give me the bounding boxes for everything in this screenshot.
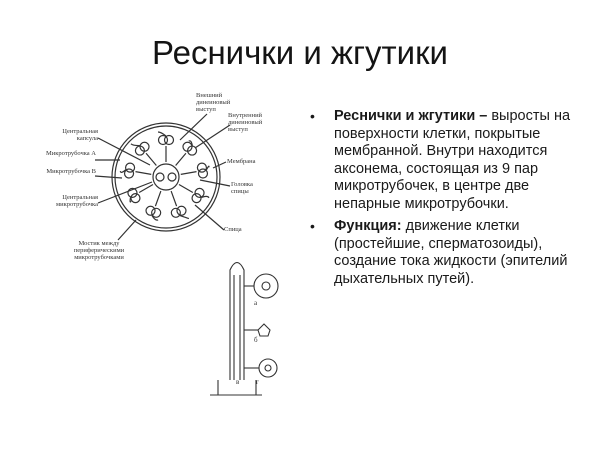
bullet-1-term: Реснички и жгутики – xyxy=(334,108,488,124)
bullet-dot: • xyxy=(310,218,315,234)
bullet-item-1: • Реснички и жгутики – выросты на поверх… xyxy=(310,108,595,213)
label-membrane: Мембрана xyxy=(227,158,256,165)
bullet-list: • Реснички и жгутики – выросты на поверх… xyxy=(310,108,595,293)
bullet-item-2: • Функция: движение клетки (простейшие, … xyxy=(310,218,595,288)
axoneme-cross-section-diagram: а б в г xyxy=(94,113,279,396)
label-central-microtubule: Центральная микротрубочка xyxy=(55,194,98,208)
bullet-2-text: движение клетки (простейшие, сперматозои… xyxy=(334,218,568,287)
bullet-2-term: Функция: xyxy=(334,218,402,234)
microtubule-doublet xyxy=(178,183,210,204)
label-microtubule-a: Микротрубочка А xyxy=(45,150,96,157)
bullet-1-text: выросты на поверхности клетки, покрытые … xyxy=(334,108,571,212)
label-microtubule-b: Микротрубочка В xyxy=(46,168,96,175)
bullet-dot: • xyxy=(310,108,315,124)
microtubule-doublet xyxy=(145,190,162,221)
label-g: г xyxy=(256,378,259,386)
microtubule-doublet xyxy=(175,140,198,166)
slide-title: Реснички и жгутики xyxy=(152,34,448,71)
microtubule-doublet xyxy=(119,162,152,179)
label-b: б xyxy=(254,336,258,344)
label-v: в xyxy=(236,378,240,386)
microtubule-doublet xyxy=(180,162,210,179)
label-radial-head: Головка спицы xyxy=(231,181,253,195)
label-nexin-link: Мостик между периферическими микротрубоч… xyxy=(73,240,125,261)
label-a: а xyxy=(254,299,258,307)
label-inner-dynein-arm: Внутренний динеиновый выступ xyxy=(228,112,263,133)
label-outer-dynein-arm: Внешний динеиновый выступ xyxy=(196,92,231,113)
microtubule-doublet xyxy=(170,190,190,220)
label-spoke: Спица xyxy=(224,226,242,233)
microtubule-doublet xyxy=(130,141,157,166)
microtubule-doublet xyxy=(127,183,154,204)
microtubule-doublet xyxy=(157,131,175,162)
label-central-sheath: Центральная капсула xyxy=(62,128,98,142)
